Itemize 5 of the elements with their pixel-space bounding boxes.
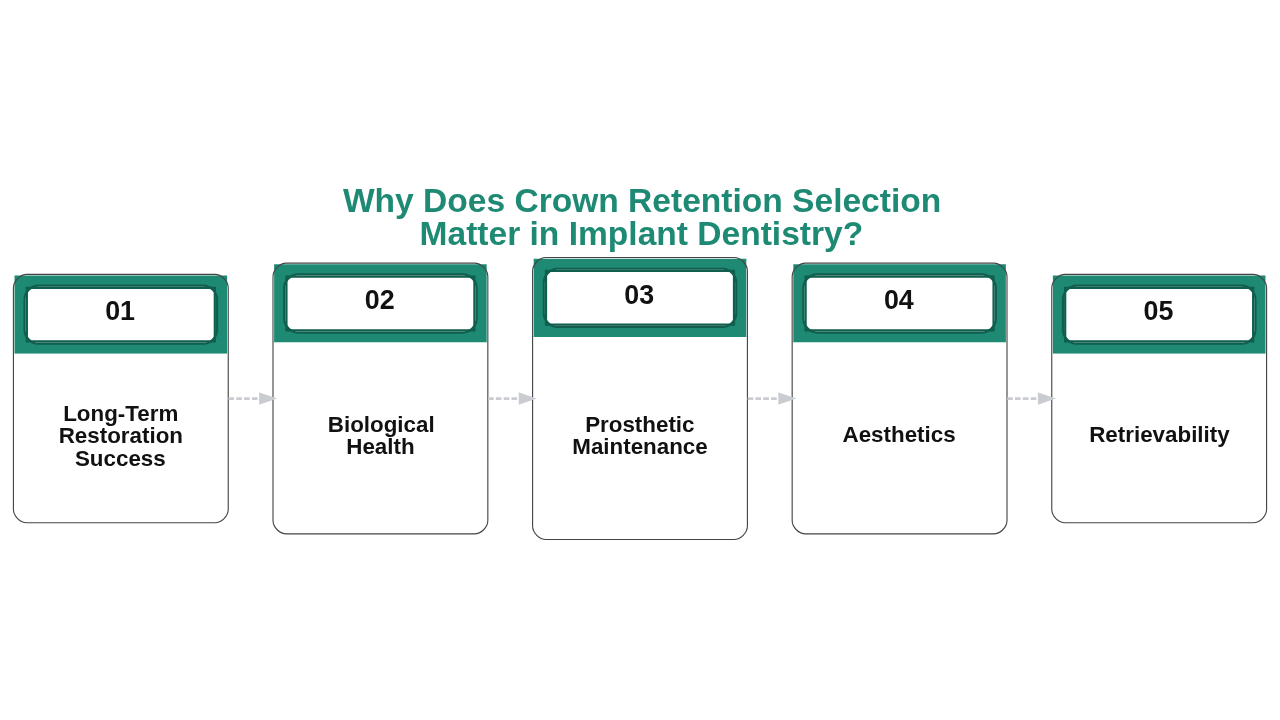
- diagram-title: Why Does Crown Retention Selection Matter in Implant Dentistry?: [342, 181, 942, 252]
- arrow: [228, 391, 278, 405]
- arrow: [488, 391, 537, 405]
- arrow: [1007, 391, 1056, 405]
- arrow: [747, 391, 797, 405]
